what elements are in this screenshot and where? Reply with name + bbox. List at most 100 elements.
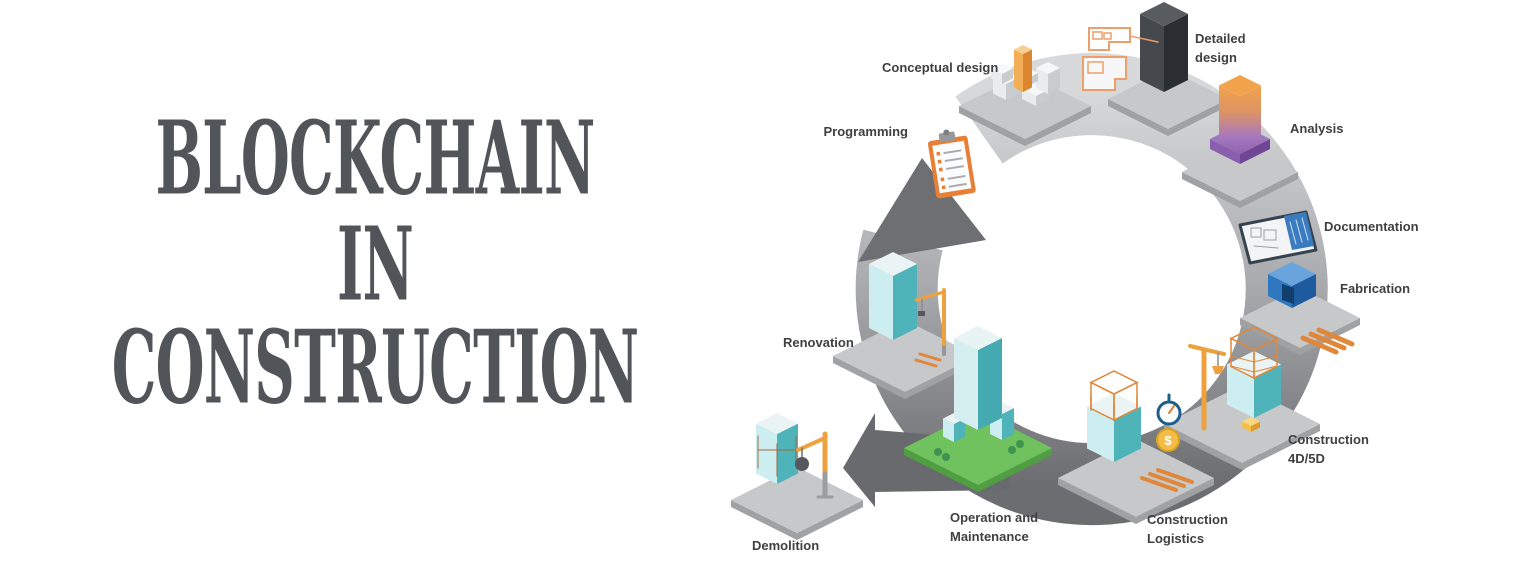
clipboard-clip-ring [943,129,950,136]
blue-line [1295,219,1303,243]
dark-tower-floorplans-icon-right-face [1164,14,1188,92]
crane-jib [914,290,946,302]
station-detailed-design [1082,2,1228,136]
vehicle-right-face [1251,421,1260,432]
city-blocks-icon-top-face [1014,45,1032,54]
floorplan-room [1103,32,1112,40]
conceptual-platform-edge [959,106,1091,146]
wrecking-ball-crane-icon-right-face [777,423,798,484]
floorplan-room [1087,61,1104,74]
station-fabrication [1240,262,1360,355]
scaffold-bar [1253,365,1278,373]
container-beams-icon-right-face [1292,274,1316,308]
pallet [914,358,938,368]
label-construction-4d5d: Construction 4D/5D [1288,432,1369,466]
station-renovation [833,252,977,399]
tree [942,453,950,461]
plan-line [1263,229,1277,241]
station-documentation [1238,210,1318,265]
om-annex-right-face [1002,408,1014,440]
label-construction-logistics: Construction Logistics [1147,512,1228,546]
container-door [1282,284,1294,304]
pipe [1308,331,1347,351]
checkbox [941,185,946,190]
title-line-2: IN [336,204,414,324]
diagram-svg: $ [731,2,1360,540]
crane-scaffold-building-icon-left-face [1227,364,1254,418]
pallet [918,352,942,362]
dollar-coin-icon [1156,428,1180,452]
lifecycle-diagram: $ Programming Conceptual design Detailed… [706,0,1536,578]
demolition-platform-top [731,467,863,533]
blue-line [1289,221,1297,245]
pipe [1316,327,1355,347]
container-beams-icon-top-face [1268,262,1316,286]
green-campus-tower-icon-left-face [954,338,978,430]
scaffold-bar [1253,355,1278,363]
om-annex-right-face [954,418,965,442]
dark-tower-floorplans-icon-top-face [1140,2,1188,26]
renovation-platform-top [833,320,977,392]
vehicle-top-face [1242,417,1260,426]
floorplan-pointer-line [1129,35,1159,43]
om-annex-left-face [943,418,954,442]
dollar-symbol: $ [1164,433,1172,448]
vehicle-left-face [1242,421,1251,432]
city-block-right-face [1048,68,1060,94]
label-programming: Programming [823,124,908,139]
cycle-arrowhead-icon [858,158,986,262]
label-demolition: Demolition [752,538,820,553]
tree [934,448,942,456]
station-conceptual-design [959,45,1091,146]
tree [1008,446,1016,454]
crane-hook-load [918,311,925,316]
blue-line [1301,217,1309,241]
label-conceptual-design: Conceptual design [882,60,999,75]
scaffold-stopwatch-coin-icon-left-face [1087,406,1114,462]
renovation-crane-tower-icon-left-face [869,264,893,340]
checklist-line [943,149,962,155]
city-blocks-icon-right-face [1023,49,1032,92]
scaffold-bar [1230,365,1255,373]
label-documentation: Documentation [1324,219,1419,234]
city-blocks-icon-left-face [1014,49,1023,92]
scaffold-stopwatch-coin-icon-right-face [1114,406,1141,462]
label-operation-maintenance: Operation and Maintenance [950,510,1039,544]
title-line-1: BLOCKCHAIN [155,98,595,218]
station-operation-maintenance [904,326,1052,492]
dark-tower-floorplans-icon-left-face [1140,14,1164,92]
checklist-line [948,182,967,188]
floorplan-sketch-2 [1082,56,1127,91]
demolition-platform-edge [731,500,863,540]
detailed-platform-top [1108,69,1228,129]
city-block-left-face [991,68,1002,84]
scaffold-bar [1230,355,1255,363]
station-construction-logistics: $ [1058,370,1214,524]
station-programming [927,129,976,199]
renovation-crane-tower-icon-right-face [893,264,917,340]
checkbox [936,151,941,156]
analysis-platform-top [1182,143,1298,201]
title: BLOCKCHAIN IN CONSTRUCTION [20,0,730,578]
scaffold-frame-top [1229,326,1279,351]
renovation-crane-tower-icon-top-face [869,252,917,276]
label-renovation: Renovation [783,335,854,350]
wrecking-ball [795,457,809,471]
pipe [1300,335,1339,355]
heatmap-tower-icon-left-face [1219,85,1240,154]
checkbox [938,167,943,172]
heatmap-tower-icon-top-face [1219,75,1261,96]
crane-tie [1188,344,1206,352]
checklist-line [945,165,965,170]
station-construction-4d5d [1164,326,1320,470]
city-block-top-face [1036,62,1060,74]
checklist-line [944,157,963,163]
city-block-left-face [1036,68,1048,94]
stopwatch-hand [1168,405,1175,414]
scaffold-frame-top [1089,370,1139,395]
city-block-top-face [991,63,1013,74]
plan-line [1253,245,1279,249]
title-line-3: CONSTRUCTION [111,307,639,427]
om-green-platform-top [904,411,1052,485]
station-analysis [1182,75,1298,208]
